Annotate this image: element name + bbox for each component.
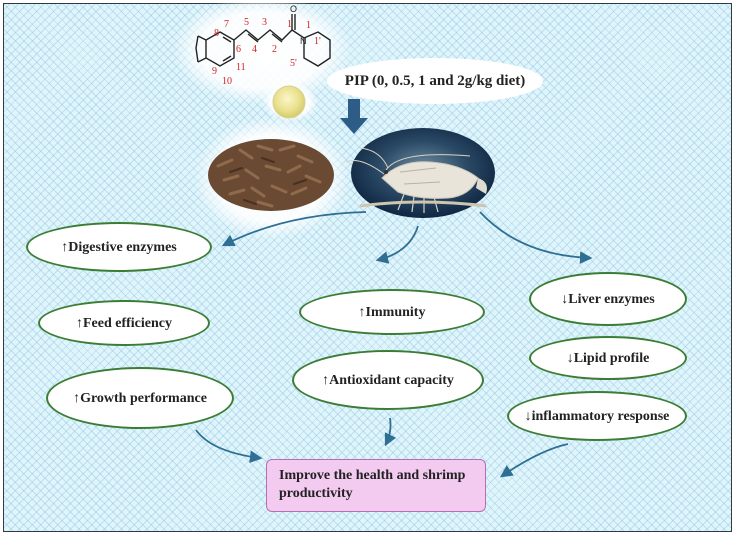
molecule-number: 10 bbox=[222, 76, 232, 87]
curved-arrow-icon bbox=[479, 211, 593, 264]
curved-arrow-icon bbox=[195, 429, 263, 463]
curved-arrow-icon bbox=[221, 211, 367, 247]
curved-arrow-icon bbox=[384, 417, 397, 447]
curved-arrow-icon bbox=[375, 225, 419, 264]
molecule-number: 1 bbox=[287, 19, 292, 30]
molecule-structure bbox=[195, 14, 331, 67]
effect-liver-enzymes: ↓Liver enzymes bbox=[529, 272, 687, 326]
curved-arrow-icon bbox=[499, 443, 569, 478]
effect-lipid-profile: ↓Lipid profile bbox=[529, 336, 687, 380]
molecule-atom-labels: O N bbox=[290, 4, 307, 46]
molecule-number: 7 bbox=[224, 19, 229, 30]
effect-immunity: ↑Immunity bbox=[299, 289, 485, 335]
molecule-number: 6 bbox=[236, 44, 241, 55]
molecule-number: 5 bbox=[244, 17, 249, 28]
shrimp-icon bbox=[345, 128, 495, 218]
molecule-number: 4 bbox=[252, 44, 257, 55]
molecule-halo bbox=[172, 0, 352, 105]
effect-digestive-enzymes: ↑Digestive enzymes bbox=[26, 222, 212, 272]
result-box: Improve the health and shrimp productivi… bbox=[266, 459, 486, 512]
molecule-number: 11 bbox=[236, 62, 246, 73]
molecule-number: 5' bbox=[290, 58, 297, 69]
effect-feed-efficiency: ↑Feed efficiency bbox=[38, 300, 210, 346]
molecule-number: 2 bbox=[272, 44, 277, 55]
effect-antioxidant-capacity: ↑Antioxidant capacity bbox=[292, 350, 484, 410]
effect-growth-performance: ↑Growth performance bbox=[46, 367, 234, 429]
molecule-number: 9 bbox=[212, 66, 217, 77]
down-arrow-icon bbox=[340, 99, 368, 134]
effect-inflammatory-response: ↓inflammatory response bbox=[507, 391, 687, 441]
connector-arrows bbox=[195, 211, 593, 478]
molecule-number: 3 bbox=[262, 17, 267, 28]
molecule-numbers: 7 5 3 1 8 6 4 2 1 11 9 10 5' 1' bbox=[212, 17, 321, 87]
svg-text:N: N bbox=[300, 36, 307, 46]
molecule-number: 1' bbox=[314, 36, 321, 47]
svg-text:O: O bbox=[290, 4, 297, 14]
molecule-number: 1 bbox=[306, 20, 311, 31]
pellets-icon bbox=[194, 116, 350, 240]
powder-icon bbox=[272, 85, 306, 119]
molecule-number: 8 bbox=[214, 28, 219, 39]
diet-label: PIP (0, 0.5, 1 and 2g/kg diet) bbox=[327, 58, 543, 104]
